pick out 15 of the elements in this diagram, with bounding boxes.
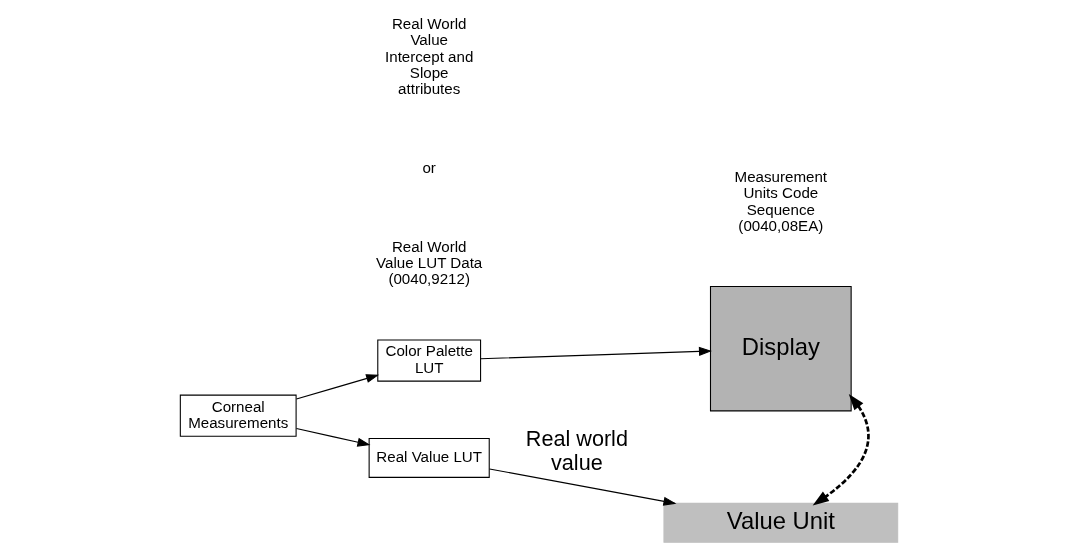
label: Real World Value LUT Data (0040,9212) [376, 238, 483, 288]
edge-label: Real world value [525, 426, 628, 475]
arrow [489, 468, 677, 506]
node-box: Value Unit [663, 502, 899, 543]
node-box: Color Palette LUT [377, 339, 482, 382]
arrow [295, 374, 380, 400]
label: Real World Value Intercept and Slope attributes [385, 15, 474, 98]
label: or [422, 159, 436, 177]
node-box: Real Value LUT [368, 437, 490, 478]
node-box: Corneal Measurements [179, 394, 297, 437]
node-box: Display [709, 285, 852, 412]
label: Measurement Units Code Sequence (0040,08EA) [734, 168, 828, 234]
arrow [295, 427, 371, 447]
arrow [480, 346, 712, 360]
arrow [812, 394, 870, 506]
